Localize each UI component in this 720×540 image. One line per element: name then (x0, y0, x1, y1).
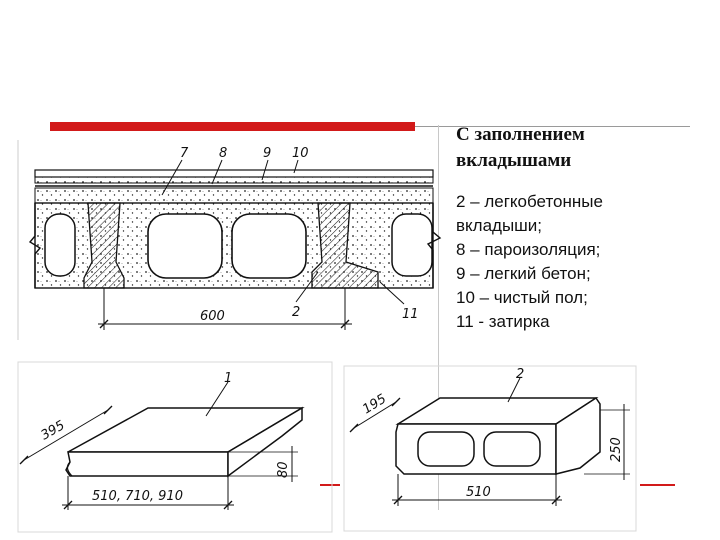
leader-7 (161, 159, 183, 196)
callout-part-11: 11 (402, 307, 419, 322)
beam-2 (311, 202, 379, 289)
block-height-label: 250 (609, 437, 624, 462)
block-length-tick-right (551, 495, 561, 505)
break-mark-right (426, 203, 442, 288)
legend-title-line2: вкладышами (456, 150, 572, 171)
insert-void-right (391, 213, 433, 277)
slab-insert-drawing: 395 1 80 510, 710, 910 (17, 361, 333, 533)
frame-hollow (343, 365, 637, 532)
depth-dim-line (23, 409, 109, 461)
break-mark-left (28, 203, 42, 288)
insert-void-2 (231, 213, 307, 279)
header-rule (415, 126, 690, 127)
legend-divider (438, 125, 439, 510)
leader-10 (293, 159, 299, 174)
legend-item: 9 – легкий бетон; (456, 264, 591, 283)
leader-part-1 (205, 381, 229, 417)
span-tick-left (99, 319, 109, 329)
legend-items: 2 – легкобетонные вкладыши; 8 – пароизол… (456, 190, 711, 334)
frame-slab (17, 361, 333, 533)
block-length-tick-left (393, 495, 403, 505)
legend-item: 10 – чистый пол; (456, 288, 588, 307)
leader-9 (261, 159, 269, 181)
floor-section-drawing: 7 8 9 10 2 11 600 (17, 140, 442, 340)
legend: С заполнением вкладышами 2 – легкобетонн… (456, 122, 711, 334)
callout-part-2: 2 (292, 305, 300, 320)
legend-item: 11 - затирка (456, 312, 550, 331)
legend-item: 2 – легкобетонные (456, 192, 603, 211)
beam-1 (83, 202, 125, 289)
leader-11 (379, 281, 405, 305)
callout-9: 9 (263, 146, 271, 161)
legend-item: 8 – пароизоляция; (456, 240, 601, 259)
slab-side-face (227, 406, 303, 478)
accent-red-bar (50, 122, 415, 131)
block-part-label: 2 (516, 367, 524, 382)
block-depth-label: 195 (360, 392, 389, 418)
slab-edge-groove (66, 461, 73, 477)
block-depth-dim-line (353, 401, 397, 429)
length-tick-left (63, 500, 73, 510)
insert-void-1 (147, 213, 223, 279)
slab-part-label: 1 (224, 371, 232, 386)
slab-lengths-label: 510, 710, 910 (92, 489, 183, 504)
callout-8: 8 (219, 146, 227, 161)
callout-7: 7 (180, 146, 189, 161)
leader-8 (211, 159, 223, 185)
insert-void-left (44, 213, 76, 277)
accent-red-line-right (640, 484, 675, 486)
leader-block-part-2 (507, 377, 521, 403)
block-depth-tick-start (349, 423, 359, 433)
span-dimension-label: 600 (200, 309, 225, 324)
block-void-2 (483, 431, 541, 467)
length-tick-right (223, 500, 233, 510)
slab-thickness-label: 80 (276, 461, 291, 478)
depth-tick-end (103, 405, 113, 415)
callout-10: 10 (292, 146, 309, 161)
block-depth-tick-end (391, 397, 401, 407)
leader-2 (295, 271, 319, 303)
accent-red-line-left (320, 484, 340, 486)
legend-item: вкладыши; (456, 216, 543, 235)
span-tick-right (340, 319, 350, 329)
light-concrete-layer (34, 176, 434, 184)
block-void-1 (417, 431, 475, 467)
legend-title-line1: С заполнением (456, 124, 585, 145)
depth-tick-start (19, 455, 29, 465)
block-length-label: 510 (466, 485, 491, 500)
